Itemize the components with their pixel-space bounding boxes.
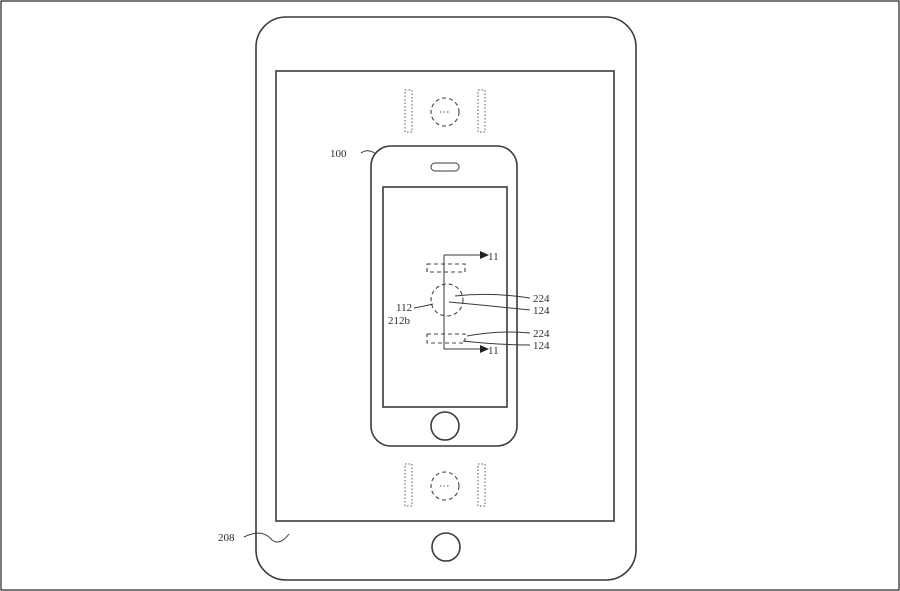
phone-earpiece xyxy=(430,162,460,172)
leader-upper-124 xyxy=(448,301,531,311)
tablet-body xyxy=(255,16,637,581)
label-lower-224: 224 xyxy=(533,328,550,340)
label-phone: 100 xyxy=(330,148,347,160)
bottom-right-bar xyxy=(477,463,486,507)
section-arrow-bottom xyxy=(480,345,489,353)
leader-lower-224 xyxy=(466,331,531,337)
tablet-screen xyxy=(275,70,615,522)
bottom-coil-assembly xyxy=(404,463,486,507)
tablet-home-button xyxy=(431,532,461,562)
top-coil-circle xyxy=(430,97,460,127)
phone-home-button xyxy=(430,411,460,441)
leader-112 xyxy=(413,303,434,309)
bottom-left-bar xyxy=(404,463,413,507)
section-line xyxy=(443,254,480,350)
tablet-leader xyxy=(243,532,290,543)
label-section-bottom: 11 xyxy=(488,345,499,357)
center-coil xyxy=(430,283,464,317)
lower-component xyxy=(426,333,466,344)
label-upper-124: 124 xyxy=(533,305,550,317)
section-arrow-top xyxy=(480,251,489,259)
phone-screen xyxy=(382,186,508,408)
top-right-bar xyxy=(477,89,486,133)
label-section-top: 11 xyxy=(488,251,499,263)
phone-leader xyxy=(360,150,377,155)
leader-upper-224 xyxy=(454,293,531,299)
leader-lower-124 xyxy=(462,340,531,346)
label-212b: 212b xyxy=(388,315,411,327)
top-left-bar xyxy=(404,89,413,133)
top-coil-assembly xyxy=(404,89,486,133)
label-upper-224: 224 xyxy=(533,293,550,305)
label-112: 112 xyxy=(396,302,412,314)
label-tablet: 208 xyxy=(218,532,235,544)
label-lower-124: 124 xyxy=(533,340,550,352)
upper-component xyxy=(426,263,466,273)
bottom-coil-circle xyxy=(430,471,460,501)
